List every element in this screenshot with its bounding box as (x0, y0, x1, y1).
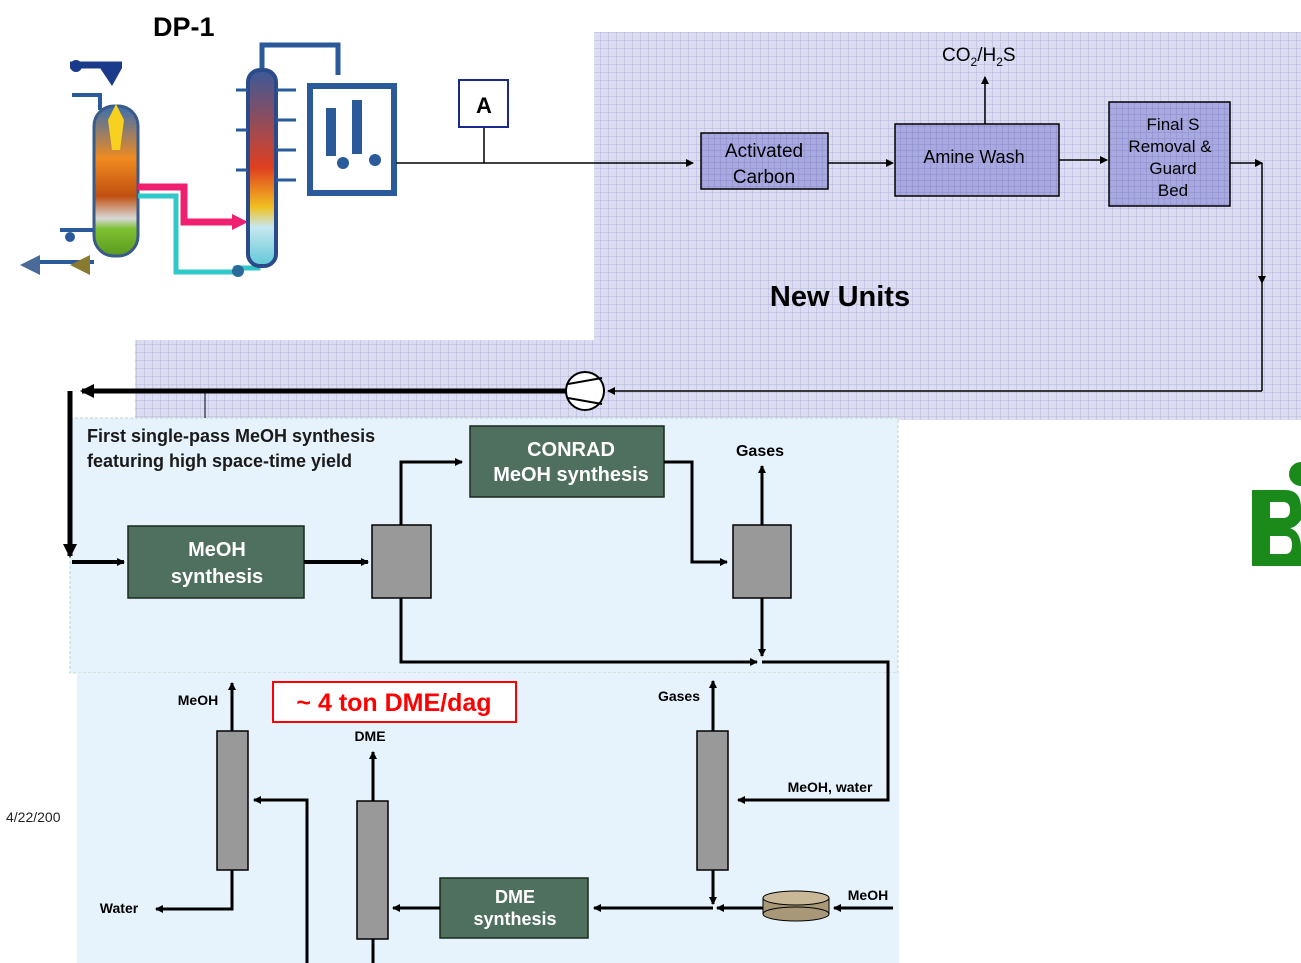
date-fragment: 4/22/200 (6, 809, 61, 825)
co2-h2s-label: CO2/H2S (942, 45, 1016, 69)
final-s-label-2: Removal & (1128, 137, 1212, 156)
separator-2 (732, 524, 792, 599)
final-s-removal-box (1108, 101, 1231, 207)
new-units-area (135, 32, 1301, 420)
amine-wash-box (894, 123, 1060, 197)
new-units-label: New Units (770, 281, 910, 313)
water-out-label: Water (100, 900, 139, 916)
label-a-box (458, 79, 509, 128)
dme-column (356, 800, 389, 940)
methanol-tank-icon (762, 890, 830, 922)
dme-synthesis-label-1: DME (495, 887, 535, 907)
note-line-2: featuring high space-time yield (87, 451, 352, 471)
capacity-highlight: ~ 4 ton DME/dag (296, 689, 491, 717)
dme-out-label: DME (354, 728, 385, 744)
logo-fragment (1252, 462, 1301, 566)
meoh-out-label: MeOH (178, 692, 218, 708)
activated-carbon-box (700, 132, 829, 190)
separator-1 (371, 524, 432, 599)
meoh-synthesis-box (127, 525, 305, 599)
conrad-label-1: CONRAD (527, 439, 615, 461)
conrad-box (469, 425, 665, 498)
dme-synthesis-label-2: synthesis (473, 909, 556, 929)
compressor-icon (565, 371, 605, 411)
methanol-column (696, 730, 729, 871)
meoh-in-label: MeOH (848, 887, 888, 903)
syngas-pipe (138, 183, 234, 226)
gases-top-label: Gases (736, 443, 784, 460)
conrad-label-2: MeOH synthesis (493, 464, 649, 486)
gasifier-icon (20, 60, 140, 275)
final-s-label-1: Final S (1147, 115, 1200, 134)
scrubber-icon (307, 83, 397, 196)
activated-carbon-label-1: Activated (725, 141, 803, 162)
label-a: A (476, 93, 492, 118)
gases-bottom-label: Gases (658, 688, 700, 704)
activated-carbon-label-2: Carbon (733, 167, 795, 188)
column-icon (236, 42, 341, 268)
meoh-synthesis-label-1: MeOH (188, 539, 246, 561)
amine-wash-label: Amine Wash (923, 147, 1024, 167)
plant-title: DP-1 (153, 12, 215, 42)
capacity-highlight-box (272, 681, 517, 723)
recycle-pipe (138, 193, 261, 275)
meoh-column (216, 730, 249, 871)
meoh-water-label: MeOH, water (788, 779, 873, 795)
note-line-1: First single-pass MeOH synthesis (87, 426, 375, 446)
final-s-label-3: Guard (1149, 159, 1196, 178)
dme-synthesis-box (439, 877, 589, 939)
meoh-synthesis-label-2: synthesis (171, 566, 263, 588)
final-s-label-4: Bed (1158, 181, 1188, 200)
